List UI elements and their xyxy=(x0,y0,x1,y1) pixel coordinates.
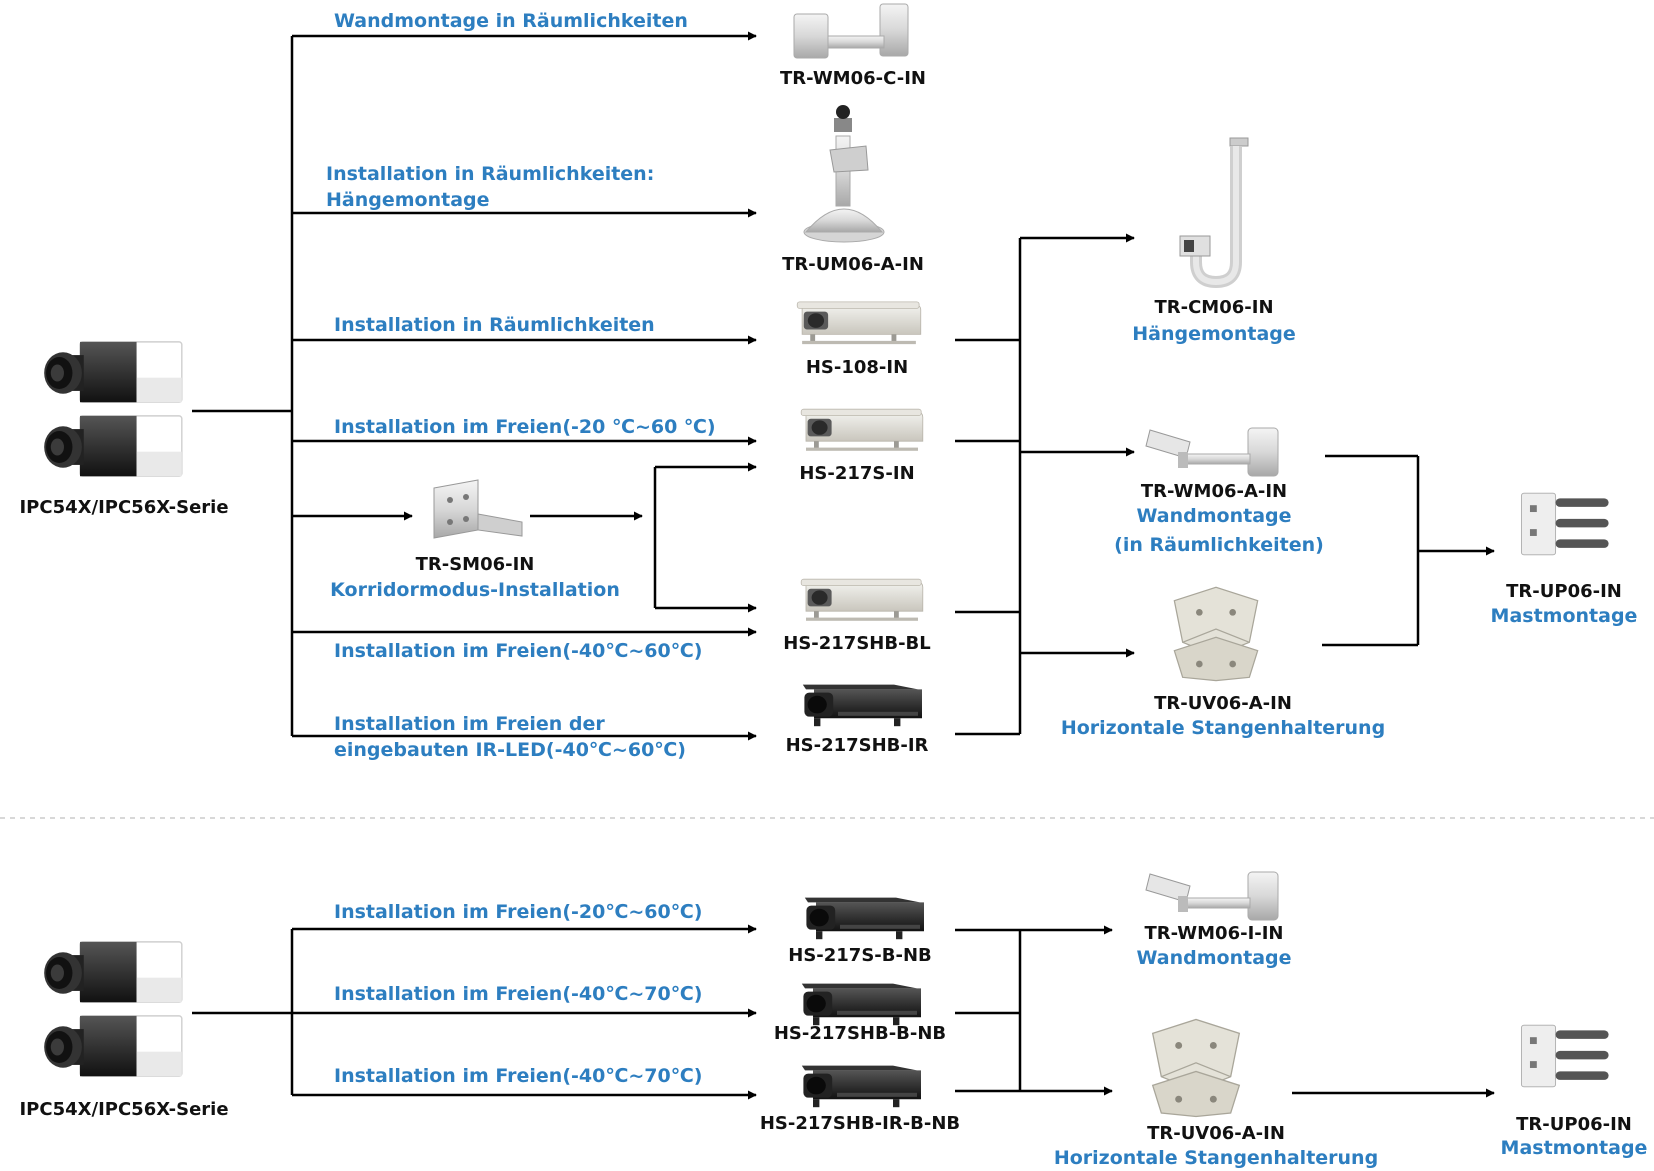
housing-icon xyxy=(800,578,924,622)
product-model-tr-wm06-c: TR-WM06-C-IN xyxy=(780,68,926,89)
product-model-hs-108: HS-108-IN xyxy=(805,357,909,378)
branch-label-outdoor-20: Installation im Freien(-20℃~60℃) xyxy=(334,901,703,923)
product-model-hs-217shb-b-nb: HS-217SHB-B-NB xyxy=(773,1023,947,1044)
branch-label-outdoor-40a: Installation im Freien(-40℃~70℃) xyxy=(334,983,703,1005)
camera-series-label: IPC54X/IPC56X-Serie xyxy=(19,497,229,518)
housing-icon xyxy=(800,408,924,452)
wall-mount-icon xyxy=(1145,427,1279,477)
product-model-hs-217s: HS-217S-IN xyxy=(799,463,915,484)
branch-label-outdoor-40: Installation im Freien(-40℃~60℃) xyxy=(334,640,703,662)
ir-housing-icon xyxy=(801,1065,921,1108)
ceiling-mount-icon xyxy=(803,105,885,243)
corridor-bracket-icon xyxy=(433,479,523,539)
product-model-tr-um06-a: TR-UM06-A-IN xyxy=(782,254,924,275)
pole-adapter-icon xyxy=(1151,1018,1241,1118)
product-model-tr-up06: TR-UP06-IN xyxy=(1506,581,1622,602)
product-model-tr-cm06: TR-CM06-IN xyxy=(1154,297,1274,318)
product-desc-tr-up06: Mastmontage xyxy=(1500,1137,1648,1159)
branch-label-outdoor-20: Installation im Freien(-20 ℃~60 ℃) xyxy=(334,416,716,438)
product-model-tr-uv06-a: TR-UV06-A-IN xyxy=(1154,693,1292,714)
product-model-hs-217shb-ir-b-nb: HS-217SHB-IR-B-NB xyxy=(759,1113,961,1134)
product-model-tr-wm06-i: TR-WM06-I-IN xyxy=(1144,923,1284,944)
product-desc-tr-wm06-a: Wandmontage xyxy=(1136,505,1292,527)
product-model-tr-uv06-a: TR-UV06-A-IN xyxy=(1147,1123,1285,1144)
product-model-hs-217shb-bl: HS-217SHB-BL xyxy=(783,633,931,654)
branch-label-outdoor-ir: Installation im Freien der eingebauten I… xyxy=(334,713,686,761)
product-desc-tr-cm06: Hängemontage xyxy=(1132,323,1296,345)
product-desc2-tr-wm06-a: (in Räumlichkeiten) xyxy=(1114,534,1324,556)
branch-label-wall-indoor: Wandmontage in Räumlichkeiten xyxy=(334,10,688,32)
top-connectors xyxy=(192,31,1495,741)
bottom-connectors xyxy=(192,924,1495,1100)
product-model-hs-217shb-ir: HS-217SHB-IR xyxy=(785,735,929,756)
ir-housing-icon xyxy=(802,684,922,727)
product-model-hs-217s-b-nb: HS-217S-B-NB xyxy=(788,945,932,966)
housing-icon xyxy=(801,983,921,1026)
pole-mount-icon xyxy=(1520,492,1610,556)
product-desc-tr-uv06-a: Horizontale Stangenhalterung xyxy=(1053,1147,1379,1169)
product-model-tr-sm06: TR-SM06-IN xyxy=(415,554,535,575)
pole-adapter-icon xyxy=(1173,586,1259,682)
box-camera-icon xyxy=(43,415,183,477)
branch-label-outdoor-40b: Installation im Freien(-40℃~70℃) xyxy=(334,1065,703,1087)
housing-icon xyxy=(804,897,924,940)
pendant-mount-icon xyxy=(1179,137,1249,289)
product-model-tr-up06: TR-UP06-IN xyxy=(1516,1114,1632,1135)
branch-label-ceiling-indoor: Installation in Räumlichkeiten: Hängemon… xyxy=(326,163,655,211)
box-camera-icon xyxy=(43,941,183,1003)
branch-label-corridor: Korridormodus-Installation xyxy=(330,579,620,601)
box-camera-icon xyxy=(43,1015,183,1077)
box-camera-icon xyxy=(43,341,183,403)
wall-mount-icon xyxy=(1145,871,1279,921)
product-desc-tr-uv06-a: Horizontale Stangenhalterung xyxy=(1060,717,1386,739)
housing-icon xyxy=(796,301,922,345)
product-desc-tr-up06: Mastmontage xyxy=(1490,605,1638,627)
product-desc-tr-wm06-i: Wandmontage xyxy=(1136,947,1292,969)
pole-mount-icon xyxy=(1520,1024,1610,1088)
camera-series-label: IPC54X/IPC56X-Serie xyxy=(19,1099,229,1120)
product-model-tr-wm06-a: TR-WM06-A-IN xyxy=(1140,481,1288,502)
wall-bracket-icon xyxy=(793,3,909,59)
branch-label-indoor: Installation in Räumlichkeiten xyxy=(334,314,655,336)
